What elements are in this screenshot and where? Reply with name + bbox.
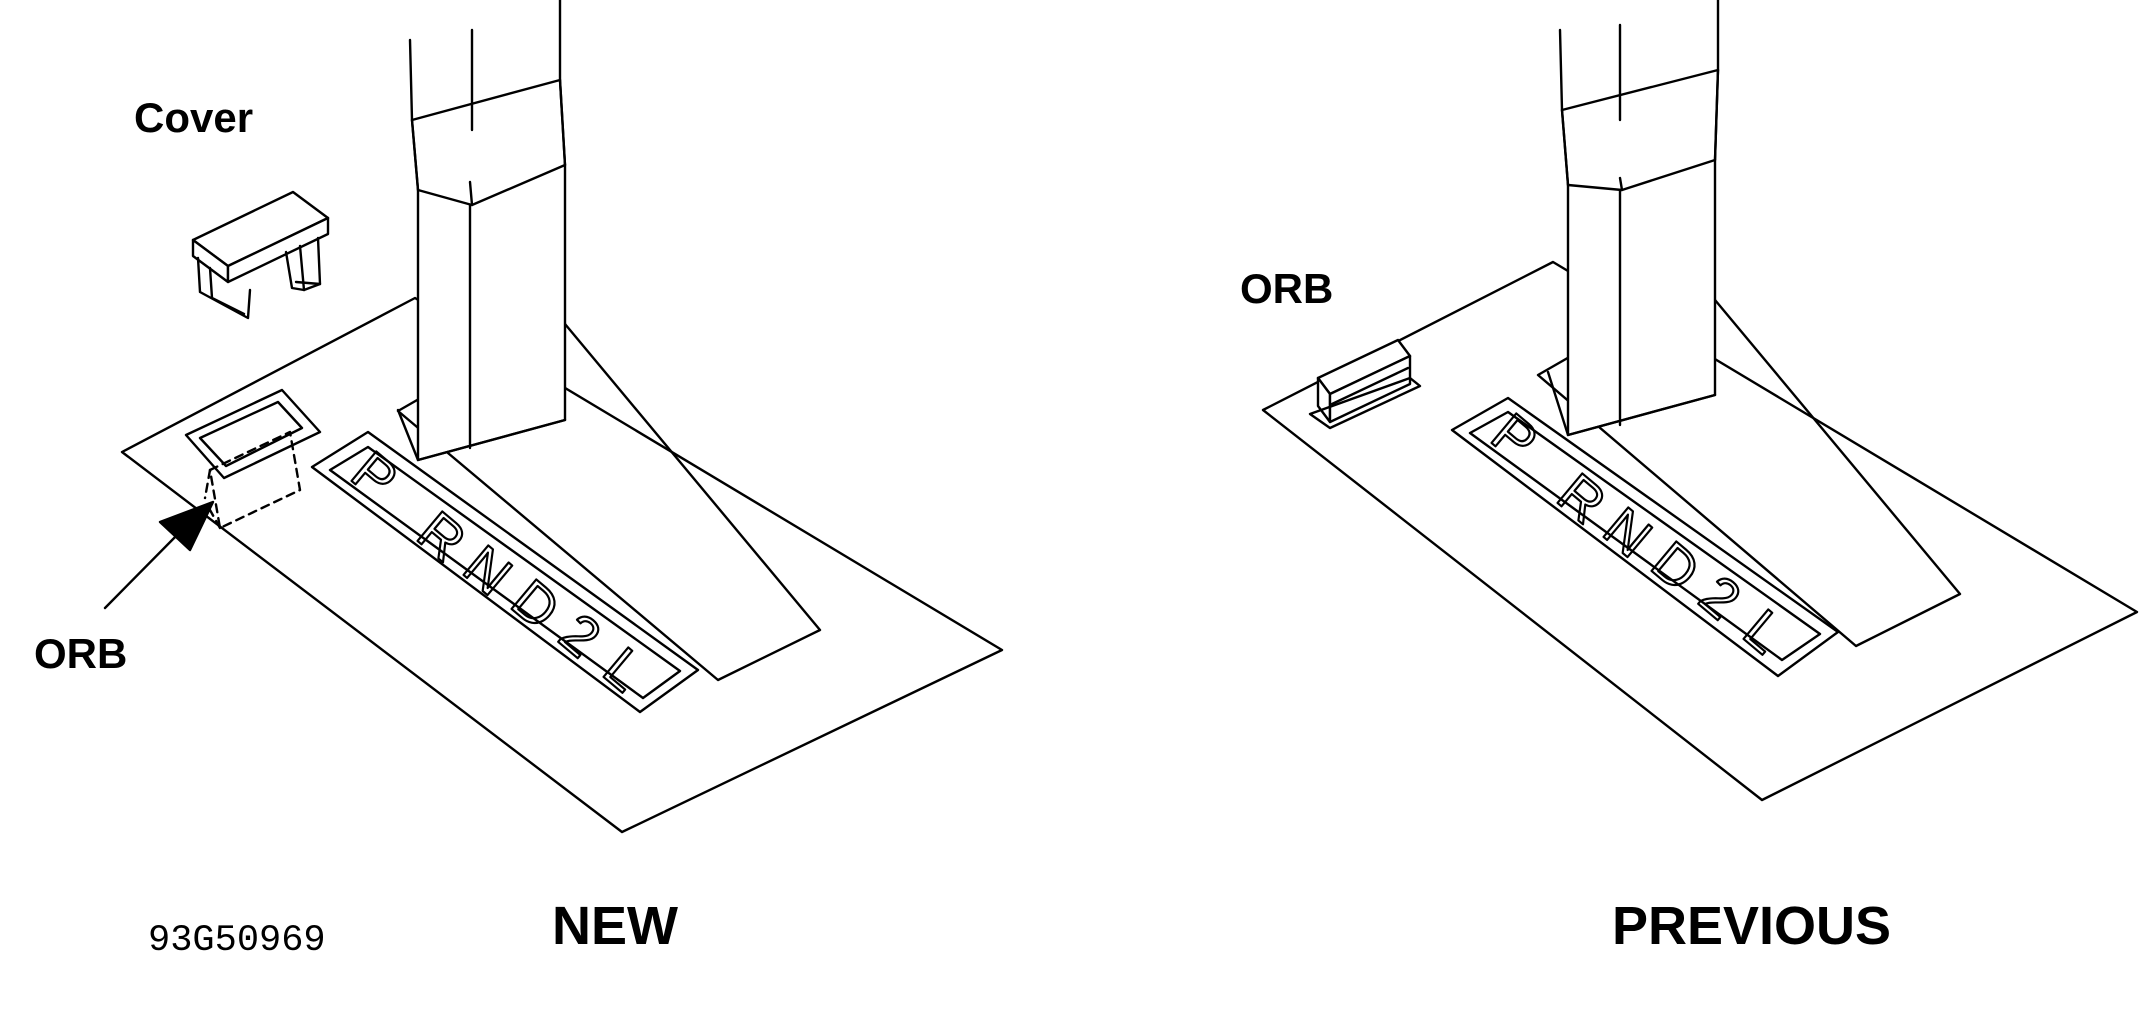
orb-label-new: ORB — [34, 630, 127, 677]
previous-gear-n: N — [1592, 495, 1663, 569]
previous-orb-button — [1308, 338, 1422, 430]
cover-label: Cover — [134, 94, 253, 141]
figure-id: 93G50969 — [148, 920, 326, 962]
new-shifter-shaft — [396, 0, 567, 462]
new-assembly: P R N D 2 L — [103, 0, 1004, 834]
new-indicator-panel — [310, 430, 700, 714]
previous-gear-r: R — [1546, 461, 1617, 535]
previous-console-plate — [1261, 260, 2139, 802]
orb-label-previous: ORB — [1240, 265, 1333, 312]
new-caption: NEW — [552, 896, 678, 956]
new-gear-p: P — [340, 439, 409, 511]
new-orb-recess — [184, 388, 322, 480]
previous-assembly: P R N D 2 L — [1261, 0, 2139, 802]
new-gear-d: D — [500, 567, 571, 641]
cover-part — [191, 190, 330, 320]
previous-gear-d: D — [1640, 529, 1711, 603]
previous-gear-letters: P R N D 2 L — [1479, 400, 1798, 666]
new-orb-hidden-button — [203, 430, 302, 530]
previous-caption: PREVIOUS — [1612, 896, 1891, 956]
previous-shifter-shaft — [1546, 0, 1720, 437]
new-gear-r: R — [406, 499, 477, 573]
new-orb-arrow — [103, 500, 215, 610]
new-gear-letters: P R N D 2 L — [339, 438, 658, 704]
new-console-plate — [120, 296, 1004, 834]
previous-gear-p: P — [1480, 401, 1549, 473]
previous-gear-2: 2 — [1688, 563, 1752, 631]
new-gear-n: N — [452, 533, 523, 607]
new-indicator-window — [328, 445, 682, 700]
previous-indicator-window — [1468, 410, 1822, 662]
